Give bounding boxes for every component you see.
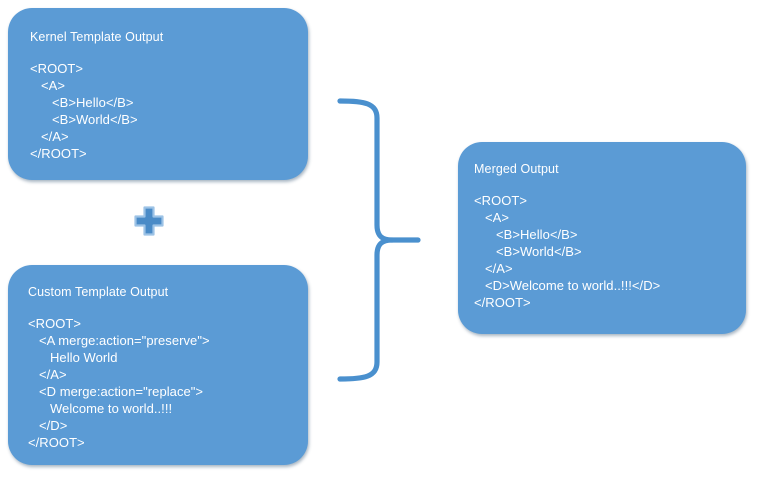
plus-icon — [133, 205, 165, 237]
custom-template-output-panel: Custom Template Output <ROOT> <A merge:a… — [8, 265, 308, 465]
merged-output-panel: Merged Output <ROOT> <A> <B>Hello</B> <B… — [458, 142, 746, 334]
kernel-panel-title: Kernel Template Output — [30, 30, 164, 44]
custom-panel-code: <ROOT> <A merge:action="preserve"> Hello… — [28, 316, 210, 450]
kernel-template-output-panel: Kernel Template Output <ROOT> <A> <B>Hel… — [8, 8, 308, 180]
right-curly-brace-icon — [330, 90, 430, 390]
kernel-panel-code: <ROOT> <A> <B>Hello</B> <B>World</B> </A… — [30, 61, 138, 161]
custom-panel-title: Custom Template Output — [28, 285, 169, 299]
merged-panel-code: <ROOT> <A> <B>Hello</B> <B>World</B> </A… — [474, 193, 661, 310]
merged-panel-title: Merged Output — [474, 162, 559, 176]
